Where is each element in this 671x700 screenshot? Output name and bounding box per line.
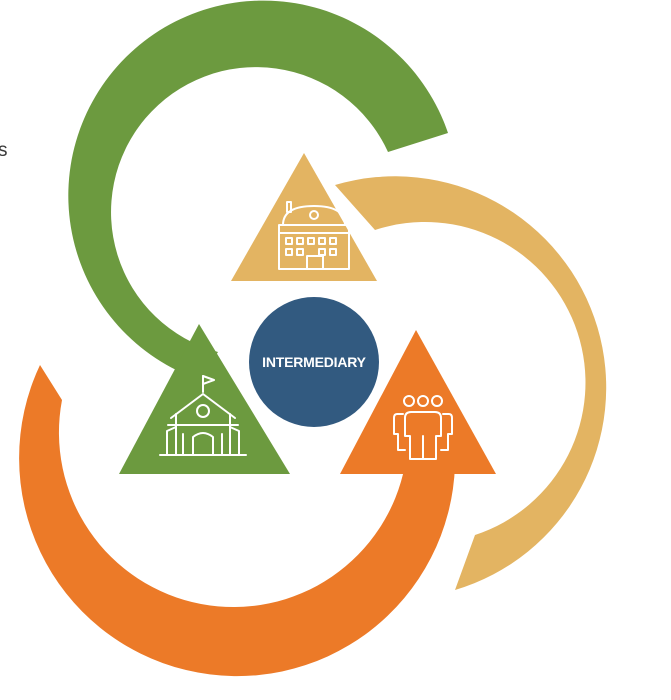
stray-text: s [0, 140, 8, 161]
gold-triangle [231, 153, 377, 281]
school-icon [159, 375, 247, 456]
people-icon [393, 395, 453, 460]
green-triangle [119, 324, 290, 474]
center-label: INTERMEDIARY [262, 354, 367, 370]
green-arc [68, 0, 448, 380]
orange-arc [19, 365, 456, 677]
building-icon [278, 201, 350, 270]
gold-arc [335, 176, 607, 590]
center-circle [249, 297, 379, 427]
